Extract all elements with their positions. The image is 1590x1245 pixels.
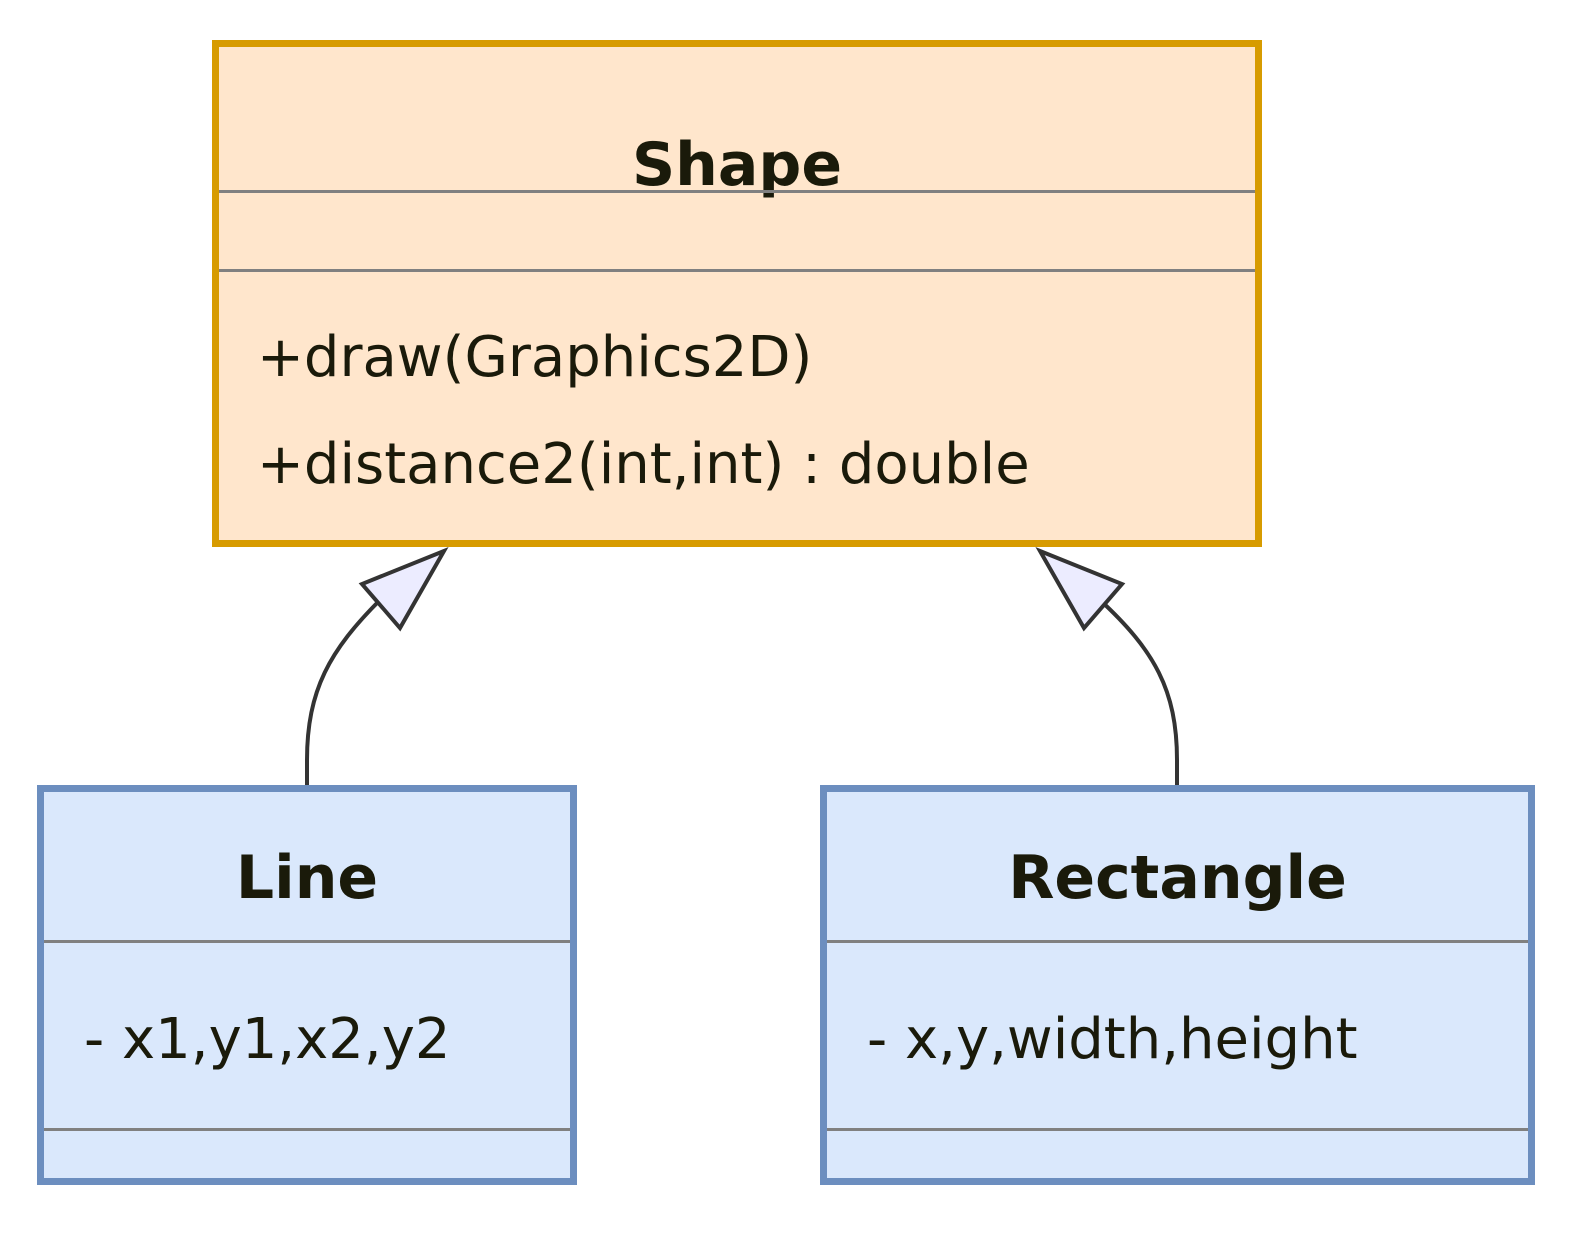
class-rectangle[interactable]: Rectangle - x,y,width,height [820, 785, 1535, 1185]
methods-divider [44, 1128, 570, 1131]
methods-divider [219, 269, 1255, 272]
attributes-divider [44, 940, 570, 943]
attributes-divider [827, 940, 1528, 943]
class-title: Line [235, 843, 379, 913]
attribute-bounds: - x,y,width,height [867, 1007, 1358, 1072]
inheritance-arrowhead-line [358, 546, 449, 632]
class-title: Shape [631, 130, 843, 200]
methods-divider [827, 1128, 1528, 1131]
class-line[interactable]: Line - x1,y1,x2,y2 [37, 785, 577, 1185]
edge-line-to-shape [305, 598, 382, 788]
attribute-coordinates: - x1,y1,x2,y2 [84, 1007, 451, 1072]
edge-rectangle-to-shape [1098, 598, 1179, 788]
method-distance2: +distance2(int,int) : double [257, 432, 1030, 497]
class-shape[interactable]: Shape +draw(Graphics2D) +distance2(int,i… [212, 40, 1262, 547]
attributes-divider [219, 190, 1255, 193]
class-title: Rectangle [1008, 843, 1347, 913]
method-draw: +draw(Graphics2D) [257, 325, 813, 390]
inheritance-arrowhead-rectangle [1035, 546, 1126, 632]
